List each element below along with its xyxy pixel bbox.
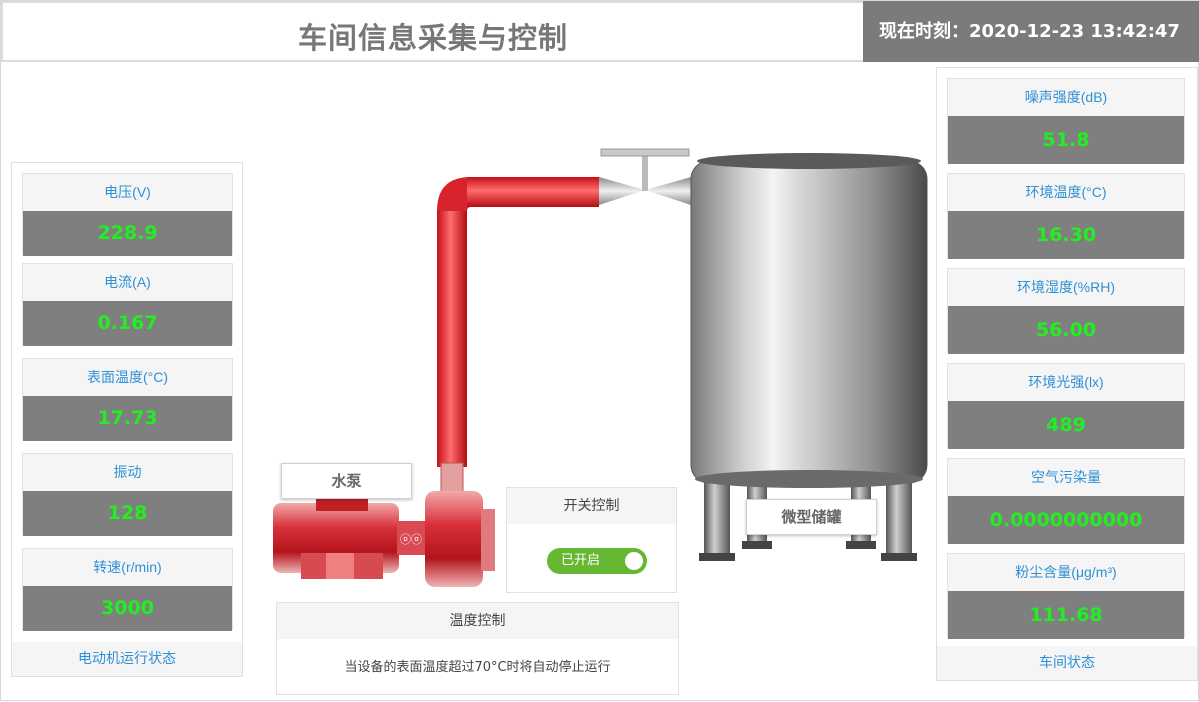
- metric-label: 空气污染量: [948, 459, 1184, 496]
- tank-leg: [886, 479, 912, 559]
- metric-label: 环境温度(°C): [948, 174, 1184, 211]
- pipe-vertical: [437, 209, 467, 467]
- metric-speed: 转速(r/min) 3000: [22, 548, 233, 631]
- tank-leg: [704, 479, 730, 559]
- metric-surface-temp: 表面温度(°C) 17.73: [22, 358, 233, 441]
- pump-inlet: [481, 509, 495, 571]
- valve-right: [645, 177, 691, 205]
- power-toggle[interactable]: 已开启: [547, 548, 647, 574]
- temperature-control-note: 当设备的表面温度超过70°C时将自动停止运行: [344, 660, 611, 675]
- tank-bottom: [695, 470, 923, 488]
- motor-status-panel: 电压(V) 228.9 电流(A) 0.167 表面温度(°C) 17.73 振…: [11, 162, 243, 677]
- tank-foot: [699, 553, 735, 561]
- workshop-status-panel: 噪声强度(dB) 51.8 环境温度(°C) 16.30 环境湿度(%RH) 5…: [936, 67, 1198, 681]
- metric-value: 56.00: [948, 306, 1184, 354]
- pipe-elbow: [437, 177, 471, 211]
- metric-dust: 粉尘含量(μg/m³) 111.68: [947, 553, 1185, 639]
- metric-noise: 噪声强度(dB) 51.8: [947, 78, 1185, 164]
- clock-label: 现在时刻：: [879, 21, 969, 42]
- valve-handle: [600, 148, 690, 157]
- metric-label: 电流(A): [23, 264, 232, 301]
- tank-foot: [881, 553, 917, 561]
- metric-humidity: 环境湿度(%RH) 56.00: [947, 268, 1185, 354]
- power-toggle-label: 已开启: [561, 553, 601, 568]
- metric-value: 0.0000000000: [948, 496, 1184, 544]
- metric-label: 粉尘含量(μg/m³): [948, 554, 1184, 591]
- metric-current: 电流(A) 0.167: [22, 263, 233, 346]
- pump-label: 水泵: [281, 463, 412, 499]
- metric-label: 振动: [23, 454, 232, 491]
- pump-coupling: [397, 521, 425, 555]
- pipe-collar: [440, 462, 464, 494]
- metric-air-pollution: 空气污染量 0.0000000000: [947, 458, 1185, 544]
- metric-voltage: 电压(V) 228.9: [22, 173, 233, 256]
- pump-plate: [326, 553, 354, 579]
- metric-value: 51.8: [948, 116, 1184, 164]
- metric-label: 转速(r/min): [23, 549, 232, 586]
- panel-footer: 电动机运行状态: [12, 642, 242, 676]
- metric-label: 噪声强度(dB): [948, 79, 1184, 116]
- valve-stem: [642, 155, 648, 191]
- toggle-knob: [625, 552, 643, 570]
- metric-label: 环境光强(lx): [948, 364, 1184, 401]
- clock-display: 现在时刻：2020-12-23 13:42:47: [863, 1, 1199, 62]
- metric-value: 128: [23, 491, 232, 536]
- metric-value: 3000: [23, 586, 232, 631]
- temperature-control-panel: 温度控制 当设备的表面温度超过70°C时将自动停止运行: [276, 602, 679, 695]
- metric-value: 17.73: [23, 396, 232, 441]
- valve-left: [599, 177, 645, 205]
- tank-top: [697, 153, 921, 169]
- tank-foot: [742, 541, 772, 549]
- pump-coupling-marking: ⓞⓞ: [400, 533, 422, 546]
- clock-value: 2020-12-23 13:42:47: [969, 21, 1180, 42]
- tank-label: 微型储罐: [746, 499, 877, 535]
- pump-terminal-box: [316, 495, 368, 511]
- metric-value: 228.9: [23, 211, 232, 256]
- metric-value: 111.68: [948, 591, 1184, 639]
- metric-label: 电压(V): [23, 174, 232, 211]
- metric-vibration: 振动 128: [22, 453, 233, 536]
- metric-label: 环境湿度(%RH): [948, 269, 1184, 306]
- metric-light: 环境光强(lx) 489: [947, 363, 1185, 449]
- pump-volute: [425, 491, 483, 587]
- metric-label: 表面温度(°C): [23, 359, 232, 396]
- page-title: 车间信息采集与控制: [297, 21, 568, 55]
- tank-foot: [846, 541, 876, 549]
- tank-body: [690, 160, 928, 484]
- pipe-horizontal: [467, 177, 599, 207]
- switch-control-title: 开关控制: [507, 488, 676, 524]
- metric-value: 16.30: [948, 211, 1184, 259]
- metric-value: 489: [948, 401, 1184, 449]
- metric-ambient-temp: 环境温度(°C) 16.30: [947, 173, 1185, 259]
- temperature-control-title: 温度控制: [277, 603, 678, 639]
- switch-control-panel: 开关控制 已开启: [506, 487, 677, 593]
- panel-footer: 车间状态: [937, 646, 1197, 680]
- metric-value: 0.167: [23, 301, 232, 346]
- header-bar: 车间信息采集与控制: [1, 1, 863, 62]
